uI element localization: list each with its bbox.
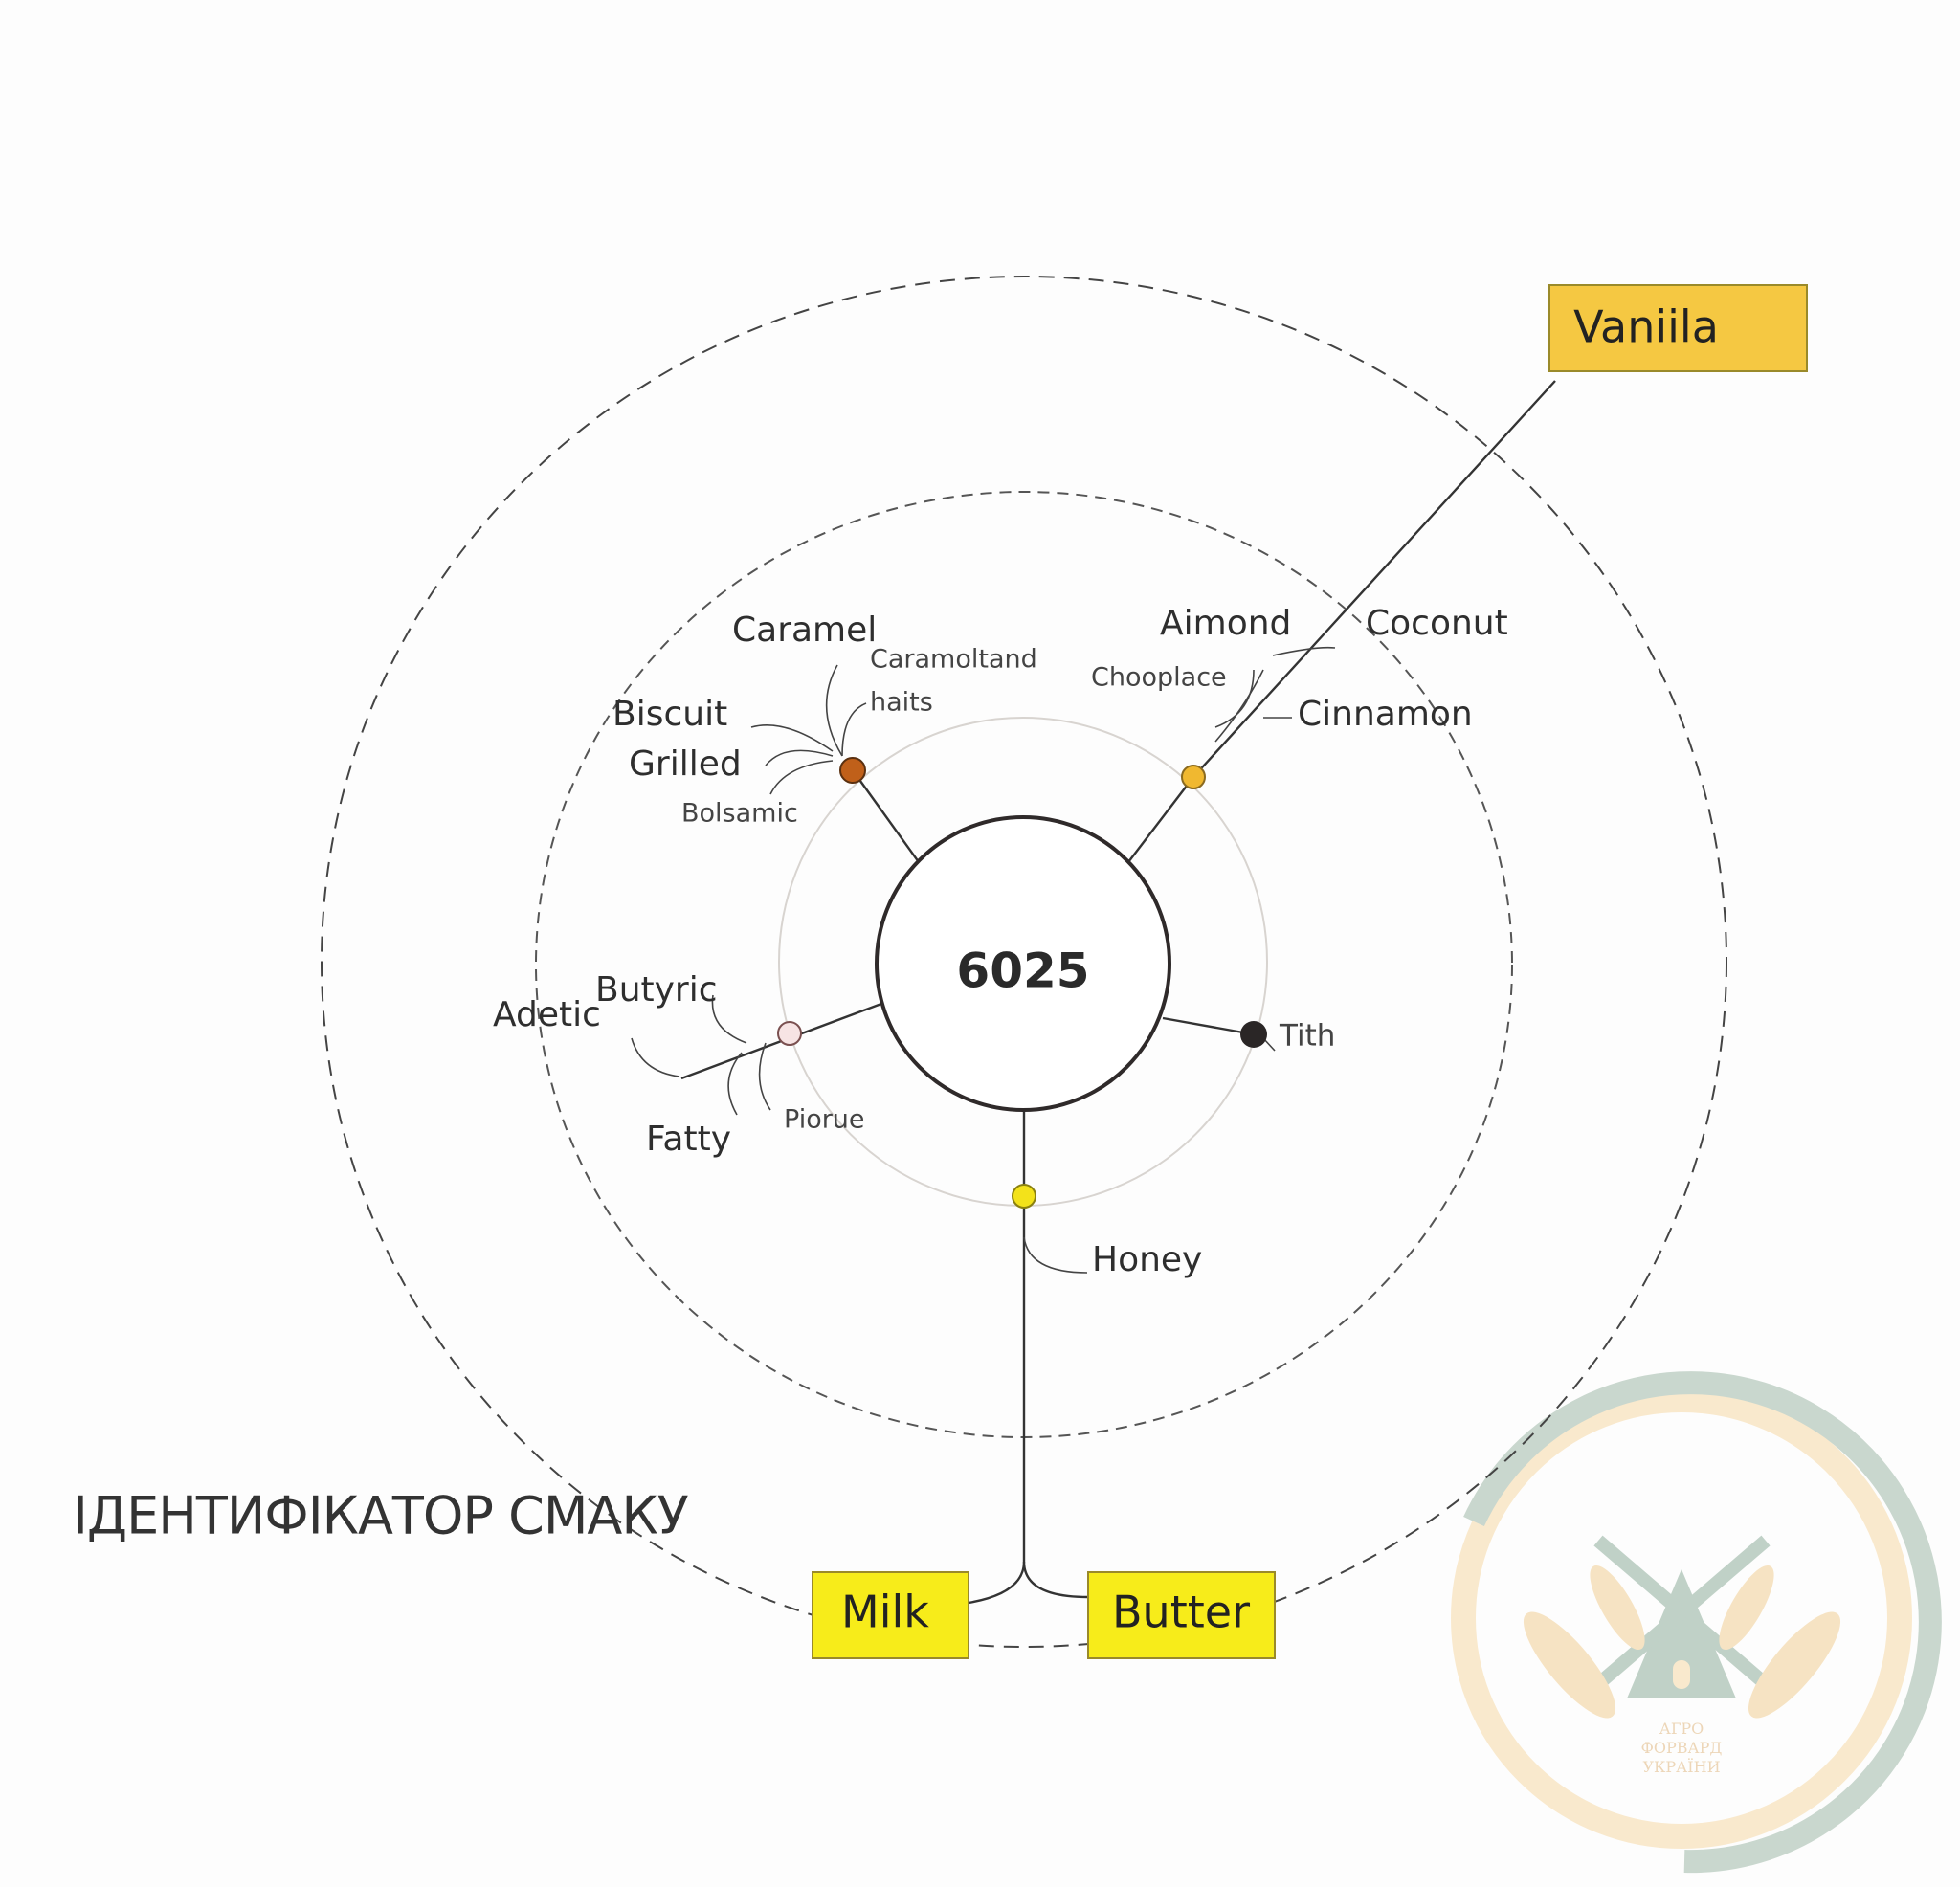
almond-node[interactable]: [1181, 765, 1206, 789]
label-piorue: Piorue: [784, 1105, 865, 1135]
label-acetic: Adetic: [493, 995, 601, 1034]
tith-node[interactable]: [1240, 1021, 1267, 1048]
label-cinnamon: Cinnamon: [1298, 695, 1473, 734]
label-almond: Aimond: [1160, 604, 1291, 643]
diagram-title: ІДЕНТИФІКАТОР СМАКУ: [73, 1486, 688, 1546]
label-tith: Tith: [1279, 1019, 1335, 1054]
center-label: 6025: [956, 944, 1089, 999]
honey-node[interactable]: [1012, 1184, 1036, 1209]
center-node[interactable]: [875, 815, 1171, 1112]
logo-text-line: ФОРВАРД: [1641, 1739, 1723, 1757]
logo-text-line: УКРАЇНИ: [1642, 1757, 1720, 1776]
outer-dashed-ring: [321, 276, 1727, 1648]
logo-text-line: АГРО: [1659, 1720, 1704, 1738]
label-bolsamic: Bolsamic: [681, 799, 798, 829]
label-caramoltand: Caramoltand: [870, 645, 1037, 675]
acid-node[interactable]: [777, 1021, 802, 1046]
label-butyric: Butyric: [595, 970, 718, 1010]
butter-box[interactable]: Butter: [1087, 1571, 1276, 1659]
milk-box-label: Milk: [841, 1587, 929, 1638]
logo-watermark: АГРО ФОРВАРД УКРАЇНИ: [1451, 1371, 1942, 1874]
vanilla-box-label: Vaniila: [1573, 301, 1719, 353]
vanilla-box[interactable]: Vaniila: [1548, 284, 1808, 372]
label-coconut: Coconut: [1366, 604, 1508, 643]
label-honey: Honey: [1092, 1240, 1202, 1279]
label-fatty: Fatty: [646, 1120, 731, 1159]
caramel-node[interactable]: [839, 757, 866, 784]
butter-box-label: Butter: [1112, 1587, 1250, 1638]
label-biscuit: Biscuit: [612, 695, 727, 734]
label-haits: haits: [870, 688, 933, 718]
milk-box[interactable]: Milk: [812, 1571, 969, 1659]
label-caramel: Caramel: [732, 610, 877, 650]
label-chooplace: Chooplace: [1091, 663, 1227, 693]
connector-lines: [631, 380, 1556, 1605]
label-grilled: Grilled: [629, 744, 742, 784]
